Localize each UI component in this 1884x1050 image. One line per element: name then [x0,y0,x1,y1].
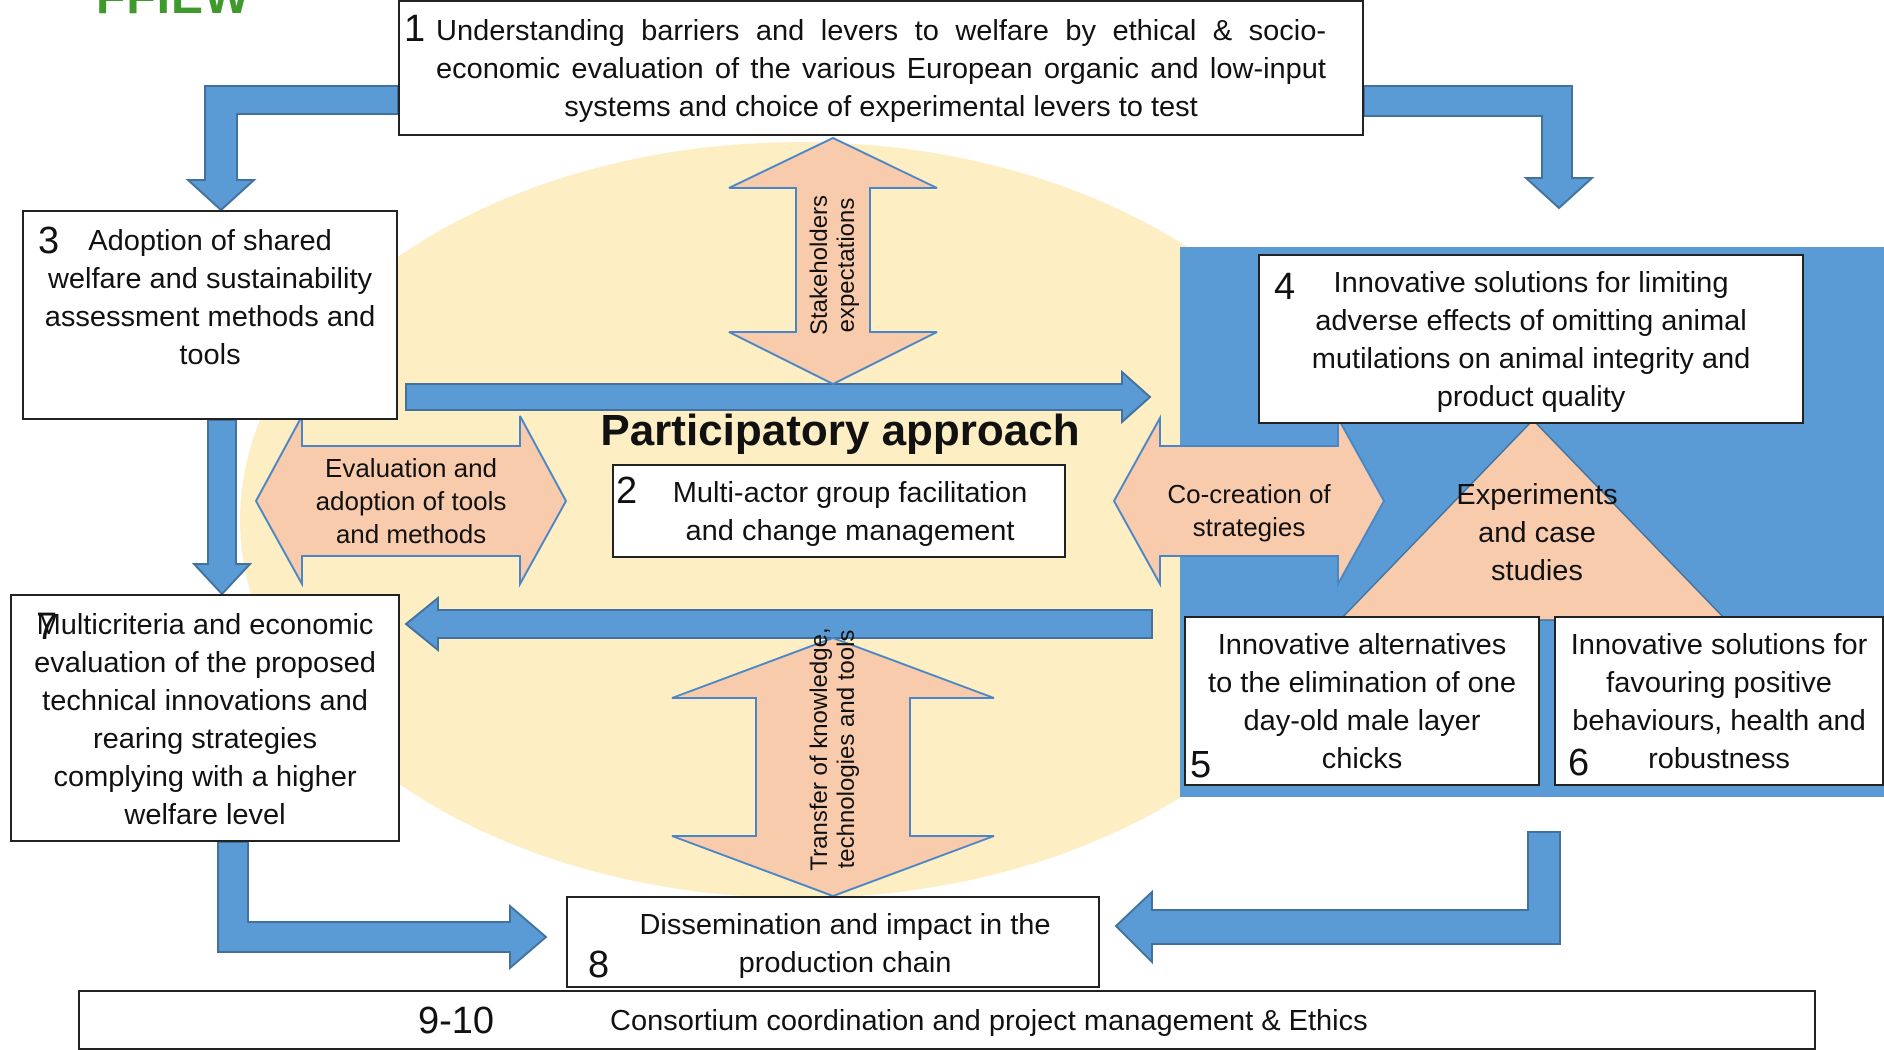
box-8-dissemination: Dissemination and impact in the producti… [566,896,1100,988]
box-9-10-number: 9-10 [418,1000,495,1042]
box-7-number: 7 [36,606,58,648]
box-9-10-text: Consortium coordination and project mana… [610,1005,1368,1037]
box-5-male-chicks: Innovative alternatives to the eliminati… [1184,616,1540,786]
box-3-assessment-methods: Adoption of shared welfare and sustainab… [22,210,398,420]
arrow-b1-to-b4 [1363,85,1595,210]
label-cocreation: Co-creation of strategies [1167,479,1331,542]
box-9-10-coordination: Consortium coordination and project mana… [78,990,1816,1050]
label-evaluation: Evaluation and adoption of tools and met… [315,453,507,549]
box-8-number: 8 [588,944,610,986]
box-4-text: Innovative solutions for limiting advers… [1311,267,1751,413]
arrow-b3-to-b4 [405,369,1152,425]
box-8-text: Dissemination and impact in the producti… [639,909,1051,979]
logo: FFIEW [96,0,250,25]
box-6-number: 6 [1568,742,1590,784]
arrow-panel-to-b8 [1114,831,1561,965]
box-1-text: Understanding barriers and levers to wel… [436,15,1326,123]
evaluation-double-arrow [254,415,568,588]
label-stakeholders: Stakeholders expectations [806,194,860,336]
cocreation-double-arrow [1112,414,1386,588]
box-4-number: 4 [1274,266,1296,308]
box-3-text: Adoption of shared welfare and sustainab… [44,225,376,371]
arrow-b7-to-b8 [217,841,548,971]
box-3-number: 3 [38,220,60,262]
center-title: Participatory approach [600,406,1080,455]
box-1-barriers-levers: Understanding barriers and levers to wel… [398,0,1364,136]
arrow-b1-to-b3 [185,85,399,212]
box-5-text: Innovative alternatives to the eliminati… [1208,629,1516,775]
arrow-b3-to-b7 [191,419,253,596]
box-2-number: 2 [616,470,638,512]
stakeholders-double-arrow [728,136,938,386]
box-4-mutilations: Innovative solutions for limiting advers… [1258,254,1804,424]
label-experiments: Experiments and case studies [1456,479,1618,587]
box-7-multicriteria: Multicriteria and economic evaluation of… [10,594,400,842]
arrow-panel-to-b7 [404,595,1153,653]
box-7-text: Multicriteria and economic evaluation of… [34,609,376,831]
box-2-multi-actor: Multi-actor group facilitation and chang… [612,464,1066,558]
box-1-number: 1 [404,8,426,50]
label-transfer: Transfer of knowledge, technologies and … [806,627,860,871]
box-6-text: Innovative solutions for favouring posit… [1570,629,1868,775]
box-5-number: 5 [1190,744,1212,786]
box-6-positive-behaviours: Innovative solutions for favouring posit… [1554,616,1884,786]
box-2-text: Multi-actor group facilitation and chang… [672,477,1028,547]
